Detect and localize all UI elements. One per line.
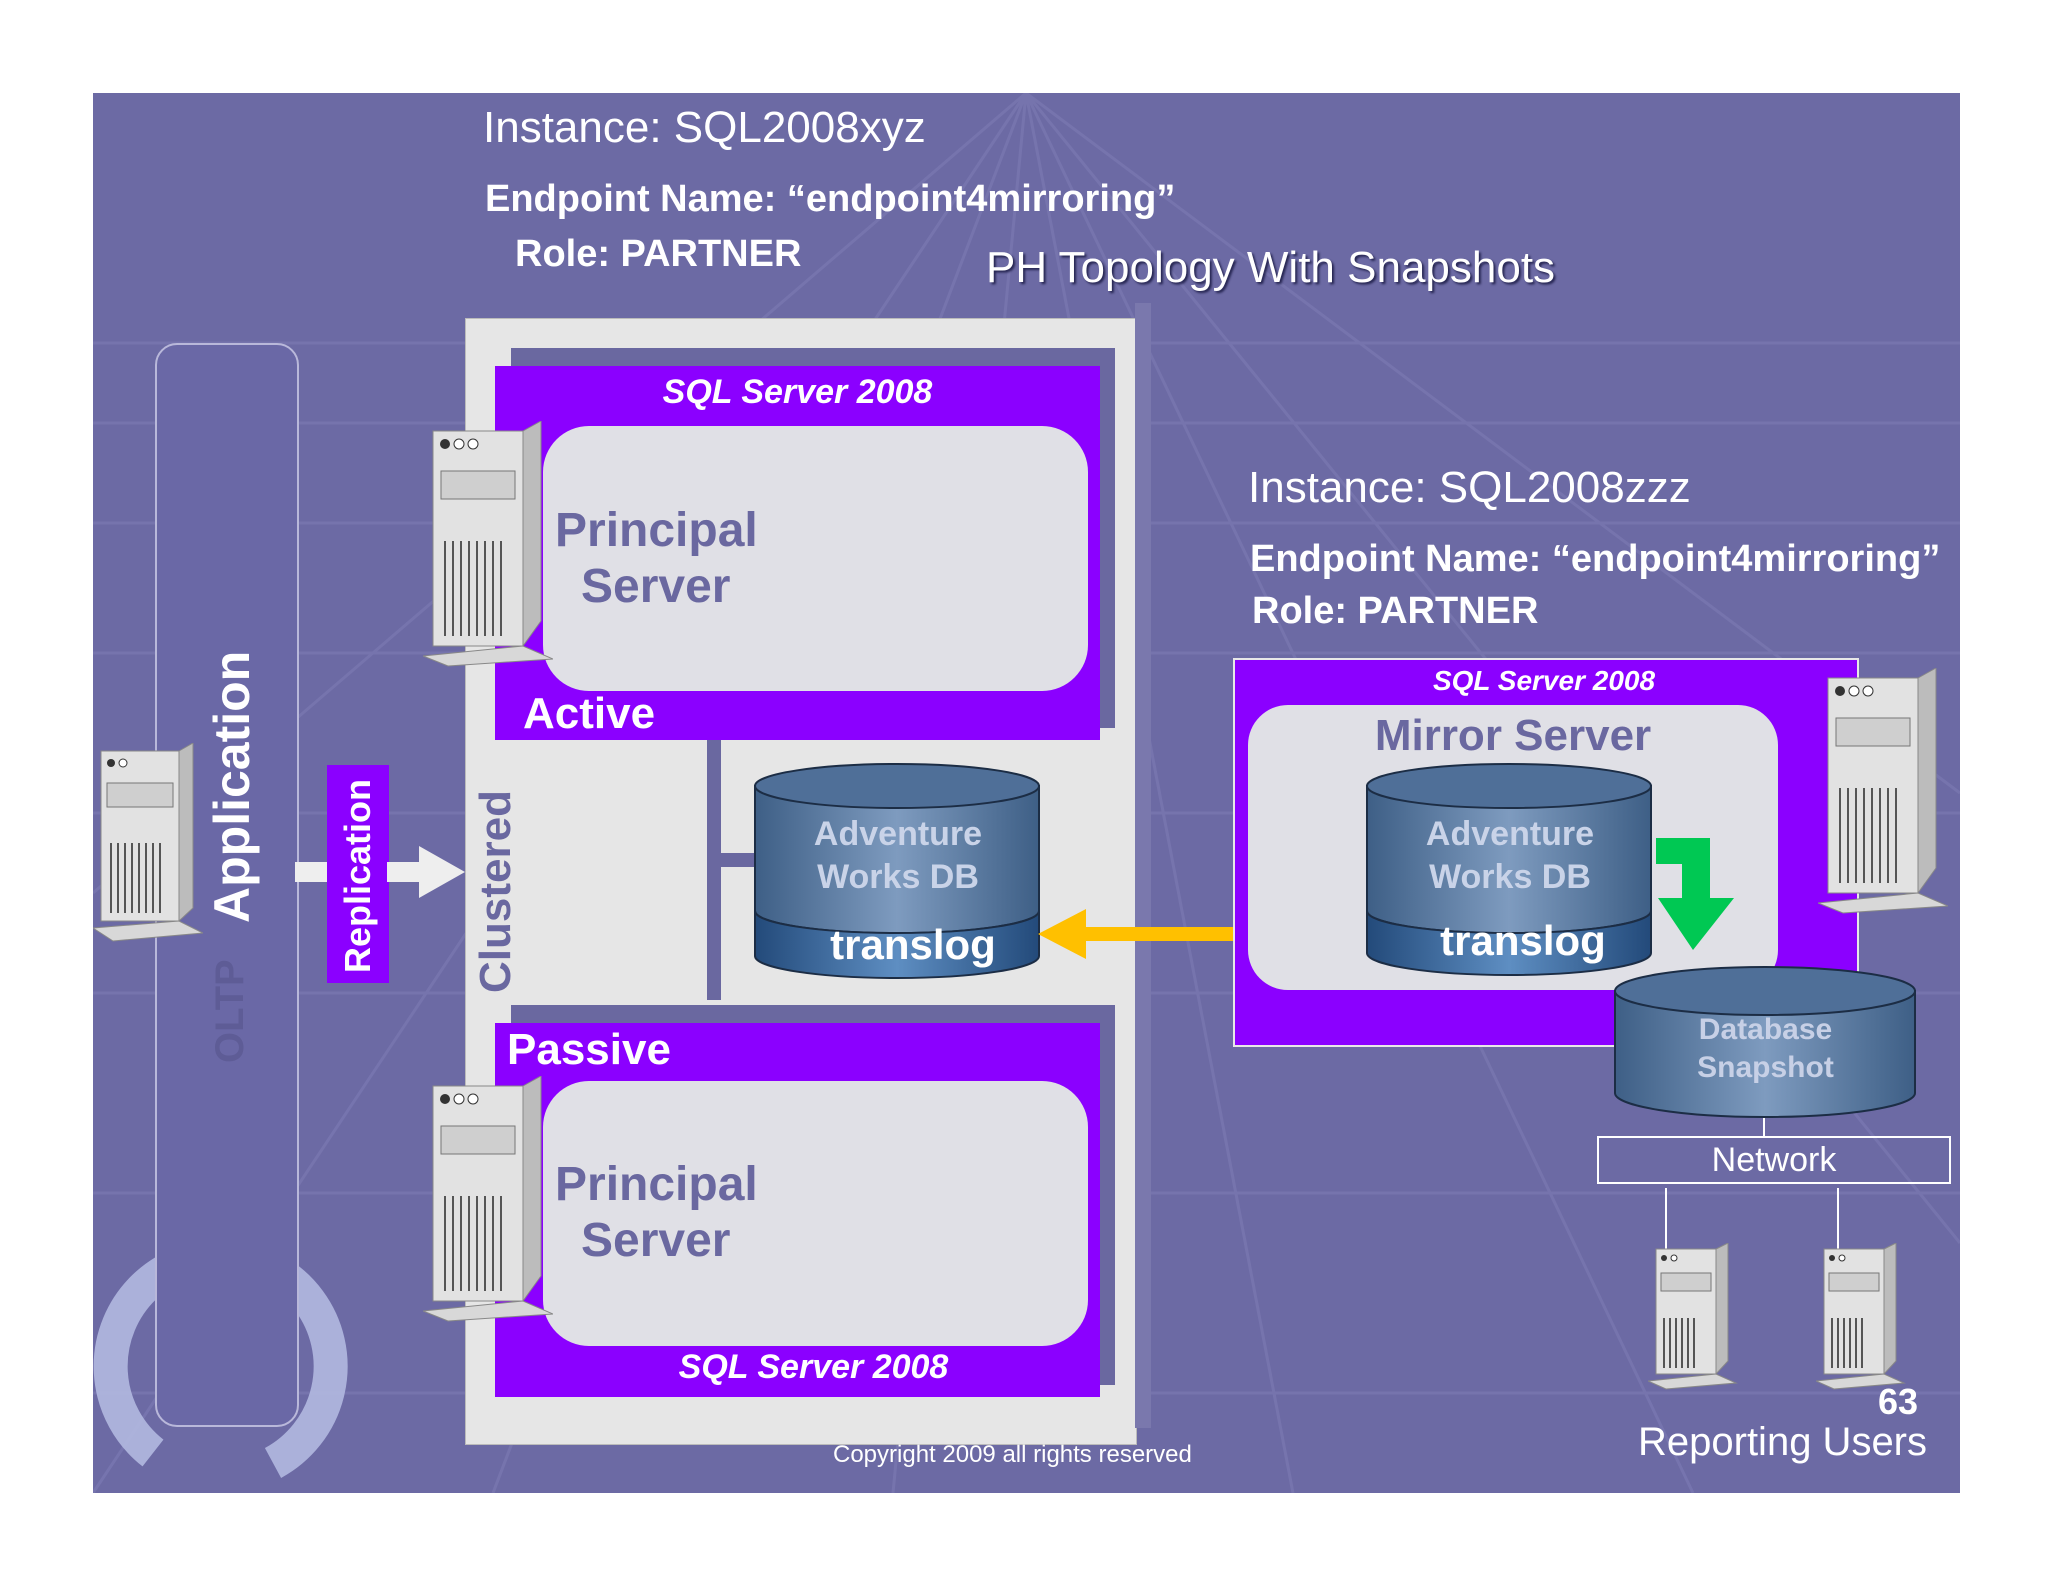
network-box: Network [1597,1136,1951,1184]
right-instance-label: Instance: SQL2008zzz [1248,463,1691,512]
mirror-db-line1: Adventure [1425,815,1595,853]
slide: Instance: SQL2008xyz Endpoint Name: “end… [93,93,1960,1493]
passive-server-panel [543,1081,1088,1346]
right-endpoint-label: Endpoint Name: “endpoint4mirroring” [1250,538,1941,580]
mirror-server-title: Mirror Server [1374,711,1652,760]
snapshot-line2: Snapshot [1697,1051,1834,1084]
passive-product-label: SQL Server 2008 [678,1348,949,1386]
snapshot-label: Database Snapshot [1613,1011,1918,1087]
copyright-text: Copyright 2009 all rights reserved [833,1441,1192,1468]
left-endpoint-label: Endpoint Name: “endpoint4mirroring” [485,178,1176,220]
reporting-user-server-icon-1 [1648,1243,1738,1390]
active-product-label: SQL Server 2008 [662,373,933,411]
mirror-server-icon [1818,668,1948,914]
oltp-faint-label: OLTP [208,959,252,1063]
cluster-shadow [1135,303,1151,1428]
snapshot-arrow [1656,838,1734,950]
slide-title: PH Topology With Snapshots [986,243,1556,292]
active-server-line1: Principal [555,504,758,557]
page-number: 63 [1878,1381,1919,1422]
left-instance-label: Instance: SQL2008xyz [483,103,926,152]
cluster-connector-horizontal [721,853,761,867]
principal-db-label: Adventure Works DB [753,813,1043,899]
principal-db-line2: Works DB [817,858,979,896]
replication-arrow [295,846,465,898]
mirror-db-cylinder [1366,763,1652,976]
application-server-icon [93,743,203,942]
active-server-panel [543,426,1088,691]
snapshot-db-cylinder [1614,966,1916,1118]
mirror-db-label: Adventure Works DB [1365,813,1655,899]
passive-state-label: Passive [507,1025,671,1074]
reporting-users-label: Reporting Users [1638,1420,1928,1464]
active-server-line2: Server [581,560,731,613]
passive-server-icon [423,1076,553,1322]
passive-server-line2: Server [581,1214,731,1267]
mirror-translog-label: translog [1440,917,1606,964]
right-role-label: Role: PARTNER [1252,590,1539,632]
left-role-label: Role: PARTNER [515,233,802,275]
principal-db-cylinder [754,763,1040,979]
clustered-label: Clustered [471,790,520,993]
cluster-connector-vertical [707,740,721,1000]
active-state-label: Active [523,689,656,738]
replication-box [327,765,389,983]
principal-db-line1: Adventure [813,815,983,853]
reporting-user-server-icon-2 [1816,1243,1906,1390]
mirror-product-label: SQL Server 2008 [1432,665,1656,696]
principal-translog-label: translog [830,921,996,968]
active-server-icon [423,421,553,667]
application-label: Application [204,650,260,923]
snapshot-line1: Database [1698,1013,1833,1046]
mirror-db-line2: Works DB [1429,858,1591,896]
passive-server-line1: Principal [555,1158,758,1211]
